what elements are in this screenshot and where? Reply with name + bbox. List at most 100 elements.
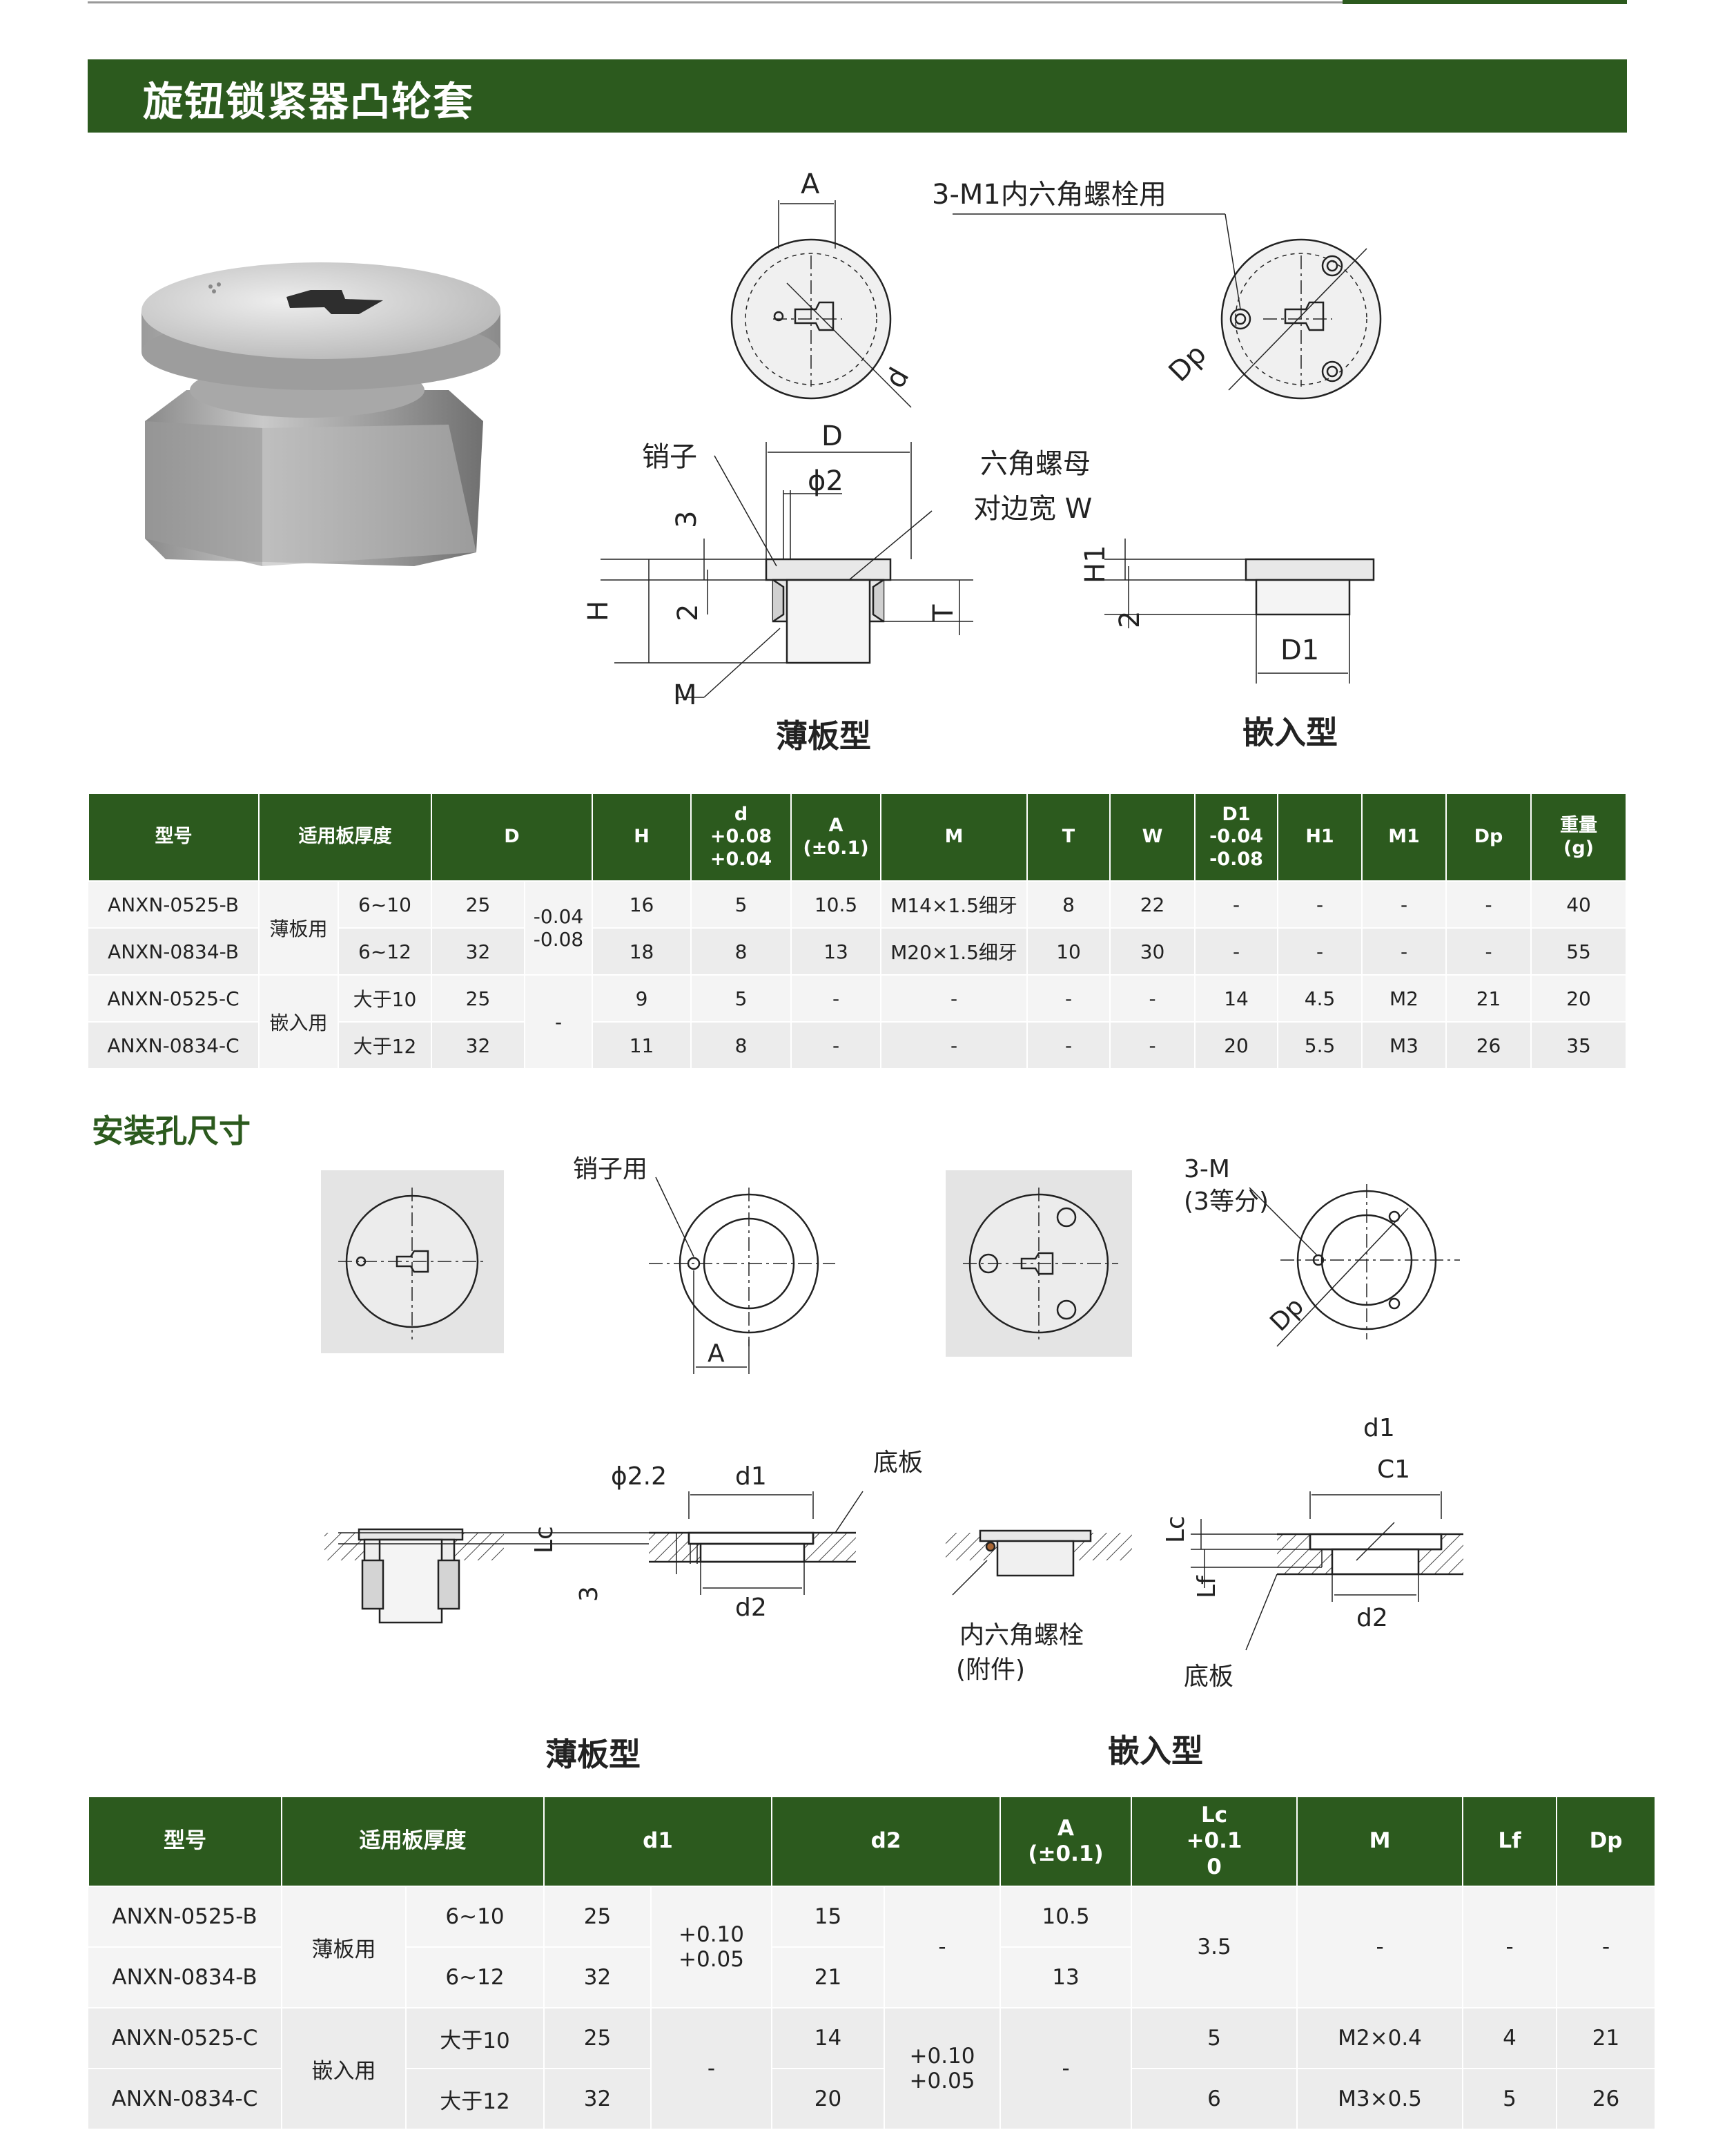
table-cell: -	[1278, 928, 1363, 976]
pin-use-label: 销子用	[573, 1155, 647, 1183]
dim-A-label-2: A	[708, 1339, 725, 1368]
table-cell: 9	[592, 975, 692, 1023]
table-cell: 5	[691, 881, 792, 929]
group-embed: 嵌入用	[259, 975, 339, 1069]
th-M: M	[1296, 1796, 1464, 1887]
top-rule	[88, 1, 1627, 3]
table-cell: -	[1446, 928, 1532, 976]
table-cell: 大于10	[406, 2008, 545, 2069]
dim-D-label: D	[821, 420, 843, 452]
table-cell: 25	[431, 881, 525, 929]
table-cell: 18	[592, 928, 692, 976]
table-cell: 26	[1446, 1022, 1532, 1069]
table-cell: M2×0.4	[1297, 2008, 1464, 2069]
table-cell: 21	[1557, 2008, 1657, 2069]
table-cell: -	[1446, 881, 1532, 929]
dim-Dp-label: Dp	[1163, 338, 1213, 388]
table-cell: 40	[1531, 881, 1627, 929]
dim-d2-label: d2	[735, 1594, 767, 1622]
type-label-embed: 嵌入型	[1242, 714, 1338, 751]
A-embed: -	[1000, 2008, 1133, 2130]
top-accent-bar	[1343, 0, 1627, 4]
dim-2-label: 2	[672, 604, 704, 621]
table-cell: 25	[544, 2008, 652, 2069]
table-cell: -	[1110, 1022, 1196, 1069]
th-M1: M1	[1361, 793, 1447, 882]
dim-d1b-label: d1	[1363, 1414, 1395, 1442]
dim-d-label: d	[879, 362, 916, 394]
th-Lf: Lf	[1462, 1796, 1558, 1887]
section-title-mounting-hole: 安装孔尺寸	[92, 1112, 251, 1150]
group-thin: 薄板用	[282, 1886, 407, 2008]
table-cell: 25	[431, 975, 525, 1023]
table-cell: ANXN-0525-B	[88, 1886, 282, 1948]
table-cell: 20	[1195, 1022, 1279, 1069]
table-cell: ANXN-0525-C	[88, 975, 260, 1023]
table-cell: 55	[1531, 928, 1627, 976]
dim-d2b-label: d2	[1356, 1604, 1388, 1632]
table-cell: 4.5	[1278, 975, 1363, 1023]
table-cell: 20	[1531, 975, 1627, 1023]
table-cell: 6~12	[406, 1947, 545, 2008]
table-cell: 14	[1195, 975, 1279, 1023]
th-d1: d1	[543, 1796, 773, 1887]
accessory-label: (附件)	[956, 1656, 1025, 1684]
tol-d2-thin: -	[884, 1886, 1002, 2008]
M-thin: -	[1297, 1886, 1464, 2008]
table-cell: 10.5	[1000, 1886, 1133, 1948]
table-cell: -	[1195, 928, 1279, 976]
pin-label: 销子	[642, 441, 697, 473]
th-d2: d2	[771, 1796, 1002, 1887]
table-cell: -	[791, 1022, 882, 1069]
th-Lc: Lc +0.1 0	[1131, 1796, 1298, 1887]
table-cell: M3×0.5	[1297, 2069, 1464, 2130]
dim-M-label: M	[673, 679, 697, 711]
dim-H1-label: H1	[1080, 545, 1111, 583]
across-flats-label: 对边宽 W	[973, 493, 1092, 525]
table-cell: -	[881, 1022, 1028, 1069]
table-cell: 30	[1110, 928, 1196, 976]
th-model: 型号	[88, 1796, 282, 1887]
table-row: ANXN-0525-C 嵌入用 大于10 25 - 9 5 - - - - 14…	[88, 975, 1627, 1069]
table-cell: M3	[1362, 1022, 1447, 1069]
type-label-embed-2: 嵌入型	[1108, 1732, 1203, 1770]
product-photo	[142, 262, 500, 566]
table-cell: 6~12	[338, 928, 432, 976]
table-cell: 5	[1463, 2069, 1558, 2130]
table-cell: 14	[772, 2008, 886, 2069]
tol-D-thin: -0.04 -0.08	[525, 881, 594, 976]
table-header-row: 型号 适用板厚度 d1 d2 A (±0.1) Lc +0.1 0 M Lf D…	[88, 1796, 1657, 1887]
table-cell: 16	[592, 881, 692, 929]
th-H1: H1	[1277, 793, 1363, 882]
table-row: ANXN-0525-B 薄板用 6~10 25 +0.10 +0.05 15 -…	[88, 1886, 1657, 2008]
table-cell: 11	[592, 1022, 692, 1069]
table-cell: 32	[544, 2069, 652, 2130]
th-H: H	[592, 793, 692, 882]
table-cell: ANXN-0525-B	[88, 881, 260, 929]
type-label-thin: 薄板型	[776, 717, 871, 755]
table-cell: -	[881, 975, 1028, 1023]
base-plate-label: 底板	[873, 1449, 923, 1477]
table-cell: 4	[1463, 2008, 1558, 2069]
dim-Lcb-label: Lc	[1162, 1516, 1190, 1543]
dim-2b-label: 2	[1114, 611, 1146, 628]
th-W: W	[1109, 793, 1196, 882]
table-cell: ANXN-0834-B	[88, 1947, 282, 2008]
group-thin: 薄板用	[259, 881, 339, 976]
th-A: A (±0.1)	[790, 793, 882, 882]
table-cell: 25	[544, 1886, 652, 1948]
dim-A-label: A	[801, 168, 820, 200]
tol-d1-embed: -	[651, 2008, 773, 2130]
table-cell: ANXN-0834-C	[88, 2069, 282, 2130]
table-cell: M2	[1362, 975, 1447, 1023]
table-cell: 6~10	[338, 881, 432, 929]
th-model: 型号	[88, 793, 260, 882]
th-T: T	[1026, 793, 1111, 882]
table-cell: 大于12	[338, 1022, 432, 1069]
table-cell: -	[1027, 1022, 1111, 1069]
table-cell: 8	[1027, 881, 1111, 929]
table-cell: -	[1195, 881, 1279, 929]
table-cell: 5	[691, 975, 792, 1023]
table-cell: ANXN-0834-C	[88, 1022, 260, 1069]
table-cell: ANXN-0525-C	[88, 2008, 282, 2069]
